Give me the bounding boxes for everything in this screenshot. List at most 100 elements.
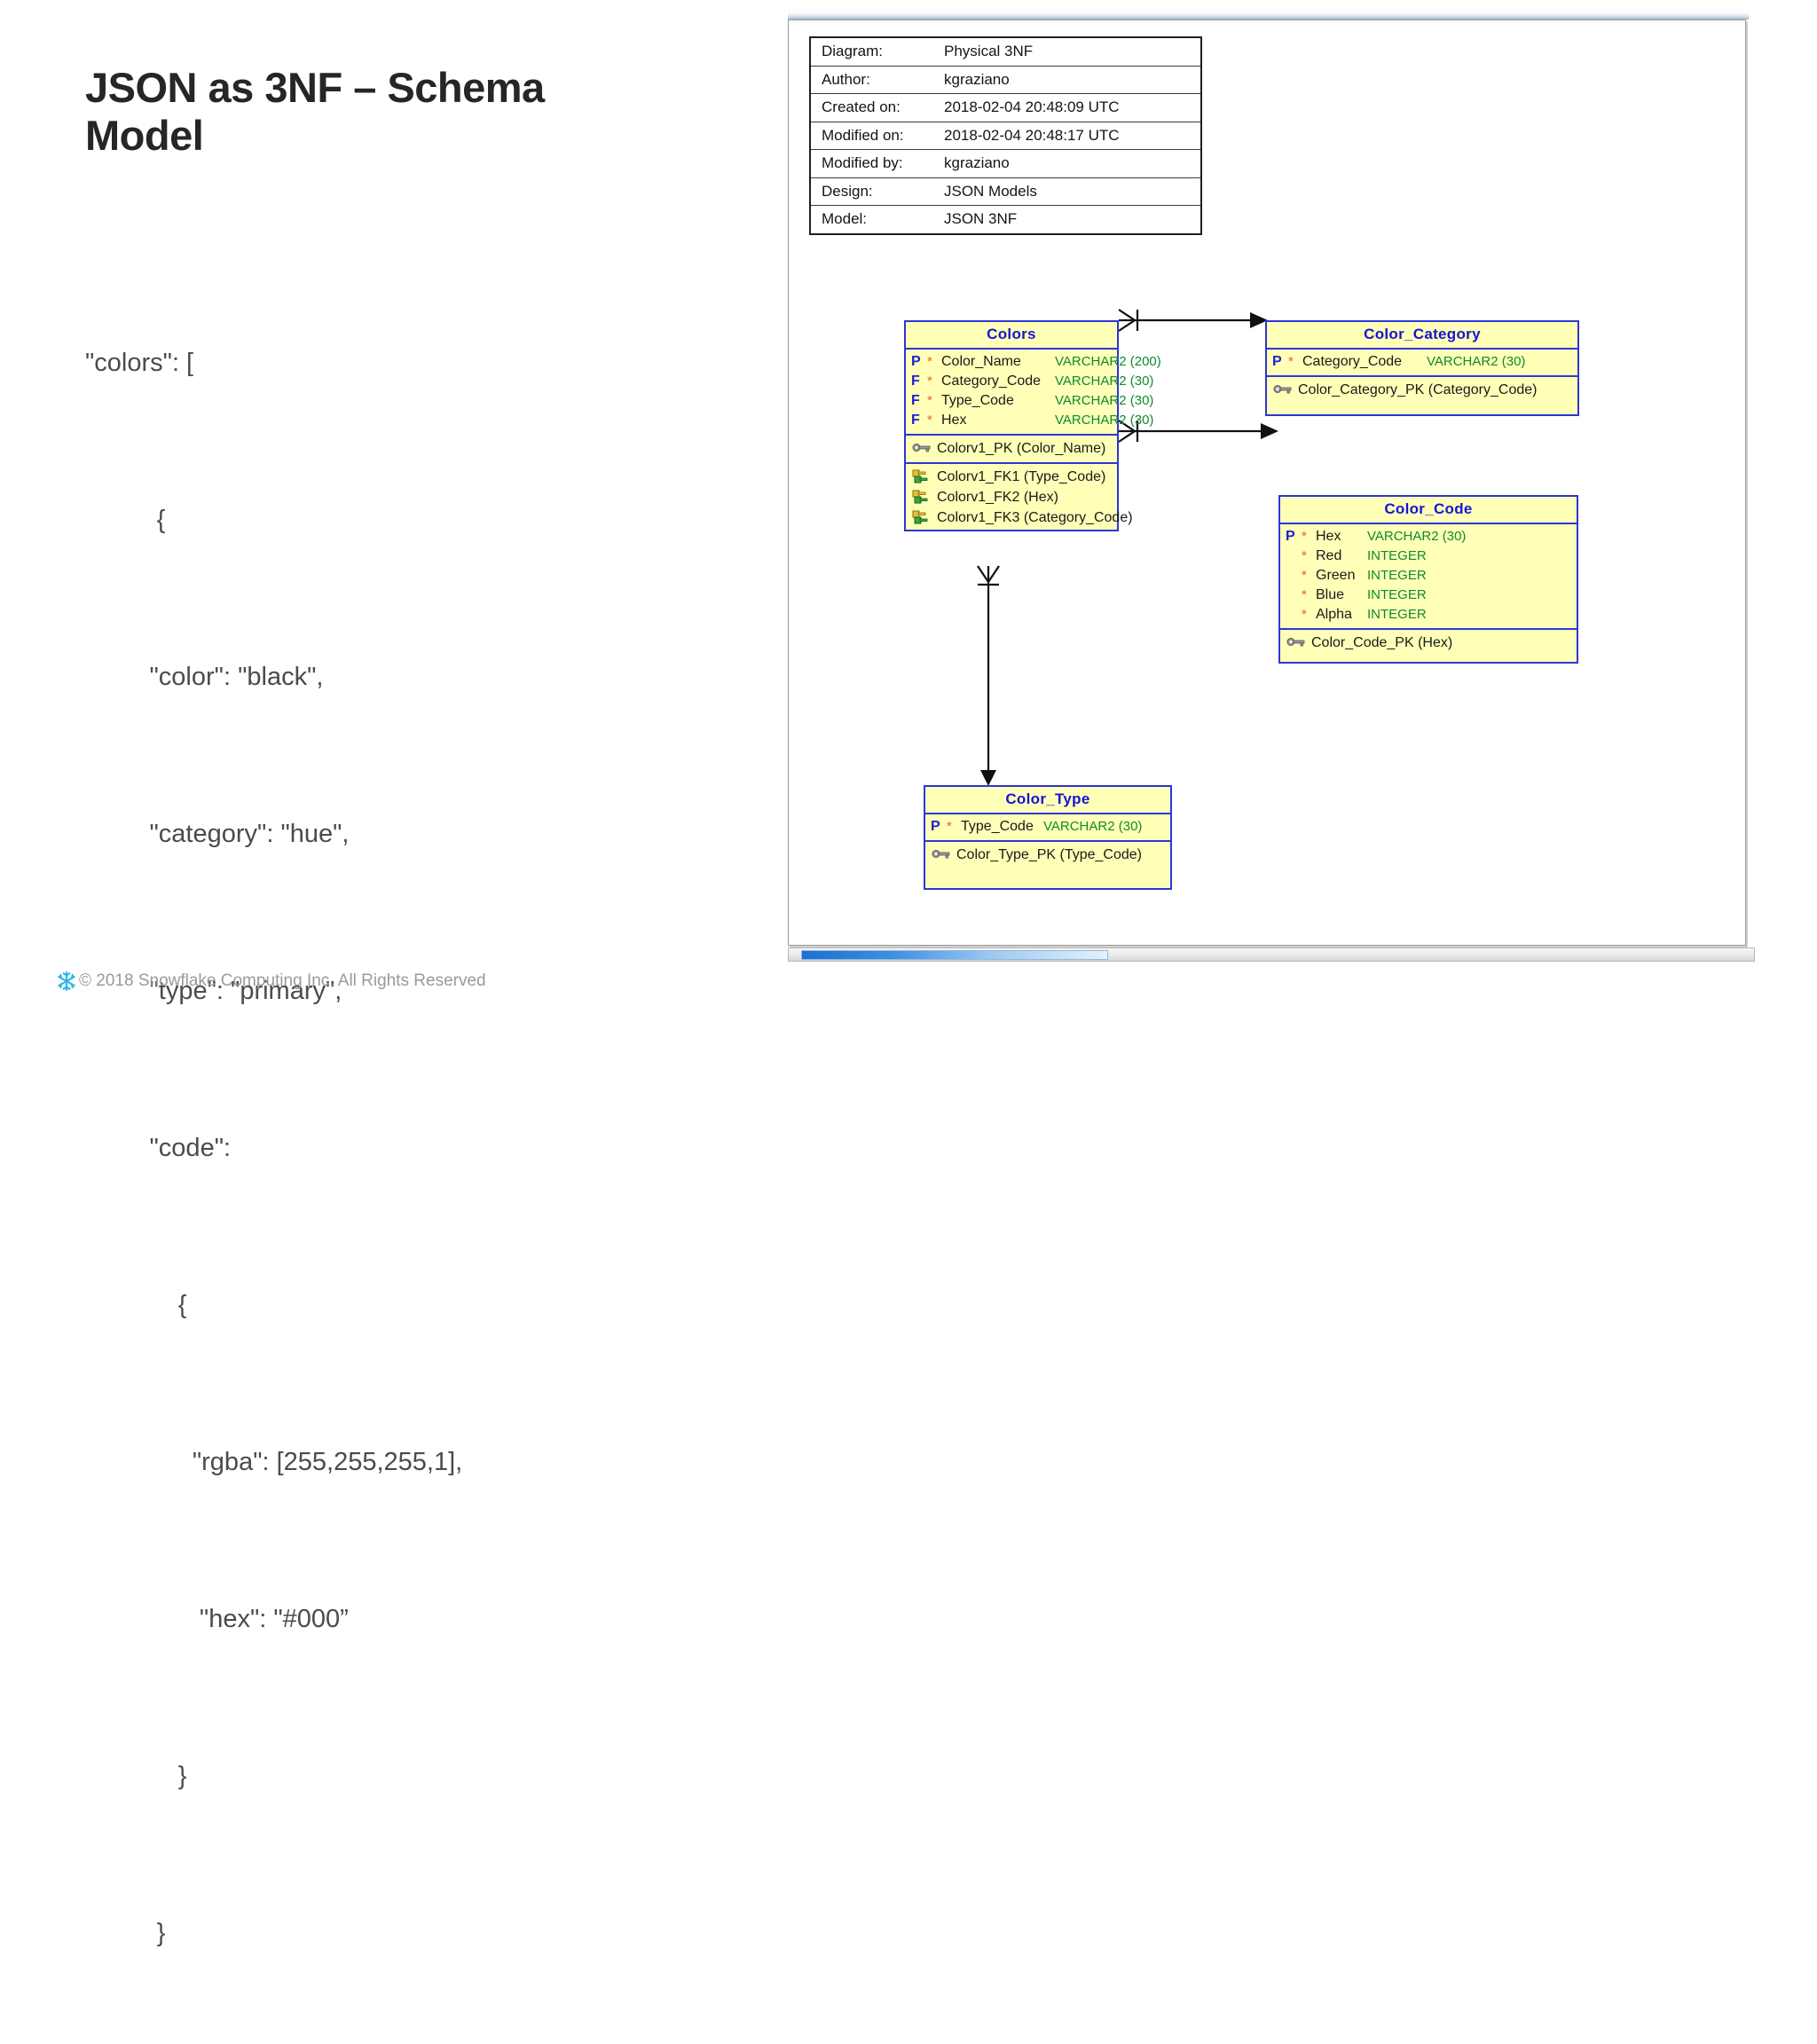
attribute-datatype: INTEGER [1367,568,1427,583]
attribute-name: Alpha [1316,607,1352,622]
copyright-text: © 2018 Snowflake Computing Inc. All Righ… [79,971,486,990]
attribute-datatype: VARCHAR2 (30) [1367,529,1467,544]
key-type-marker: P [1286,529,1295,544]
foreign-key-section: Colorv1_FK1 (Type_Code) Colorv1_FK2 (Hex… [906,464,1133,531]
attribute-datatype: VARCHAR2 (30) [1055,413,1154,428]
primary-key-row: Color_Code_PK (Hex) [1280,633,1577,653]
primary-key-icon [912,441,933,456]
attribute-section: P * Category_Code VARCHAR2 (30) [1267,350,1577,377]
entity-colors[interactable]: Colors P * Color_Name VARCHAR2 (200) F *… [904,320,1161,531]
meta-label: Modified by: [822,154,903,172]
attribute-datatype: VARCHAR2 (30) [1427,354,1526,369]
entity-color-code[interactable]: Color_Code P * Hex VARCHAR2 (30) * Red I… [1278,495,1578,664]
json-line: "color": "black", [85,663,324,691]
mandatory-marker: * [1302,587,1307,602]
foreign-key-row: Colorv1_FK3 (Category_Code) [906,507,1133,528]
horizontal-scrollbar[interactable] [788,947,1755,962]
window-top-band [788,9,1749,20]
table-row: Model: JSON 3NF [810,206,1201,234]
attribute-datatype: VARCHAR2 (30) [1055,393,1154,408]
primary-key-section: Color_Type_PK (Type_Code) [925,842,1170,869]
table-row: Modified by: kgraziano [810,150,1201,178]
json-sample-code: "colors": [ { "color": "black", "categor… [85,232,724,2044]
attribute-name: Category_Code [941,373,1042,389]
attribute-section: P * Type_Code VARCHAR2 (30) [925,814,1170,842]
primary-key-section: Colorv1_PK (Color_Name) [906,436,1117,464]
json-line: } [85,1762,187,1790]
meta-value: Physical 3NF [944,43,1034,59]
attribute-datatype: INTEGER [1367,587,1427,602]
key-type-marker: F [911,393,920,408]
json-line: "code": [85,1134,232,1162]
table-row: Created on: 2018-02-04 20:48:09 UTC [810,94,1201,122]
relationship-colors-to-color-type [971,564,1006,786]
primary-key-icon [932,847,953,862]
json-line: } [85,1919,166,1947]
entity-color-category[interactable]: Color_Category P * Category_Code VARCHAR… [1265,320,1579,416]
foreign-key-icon [912,490,933,505]
attribute-datatype: INTEGER [1367,607,1427,622]
attribute-name: Type_Code [961,819,1034,834]
meta-value: 2018-02-04 20:48:17 UTC [944,126,1120,144]
primary-key-row: Color_Category_PK (Category_Code) [1267,380,1577,400]
foreign-key-label: Colorv1_FK2 (Hex) [937,490,1058,505]
entity-title: Colors [906,322,1117,350]
snowflake-logo-icon [55,970,78,993]
attribute-row: F * Hex VARCHAR2 (30) [906,411,1153,430]
attribute-row: * Blue INTEGER [1280,586,1577,605]
attribute-row: * Alpha INTEGER [1280,605,1577,625]
key-type-marker: P [911,354,921,369]
foreign-key-label: Colorv1_FK1 (Type_Code) [937,469,1106,484]
mandatory-marker: * [927,413,932,428]
json-line: "type": "primary", [85,977,342,1005]
mandatory-marker: * [927,354,932,369]
attribute-name: Green [1316,568,1356,583]
attribute-name: Hex [941,413,967,428]
meta-value: JSON Models [944,182,1037,200]
json-line: "rgba": [255,255,255,1], [85,1448,463,1476]
table-row: Design: JSON Models [810,177,1201,206]
key-type-marker: P [1272,354,1282,369]
er-diagram-window: Diagram: Physical 3NF Author: kgraziano … [788,9,1755,969]
attribute-datatype: VARCHAR2 (200) [1055,354,1161,369]
diagram-metadata-table: Diagram: Physical 3NF Author: kgraziano … [809,36,1202,235]
er-diagram-canvas[interactable]: Diagram: Physical 3NF Author: kgraziano … [788,20,1746,946]
primary-key-label: Color_Type_PK (Type_Code) [956,847,1142,862]
mandatory-marker: * [947,819,952,834]
attribute-row: F * Category_Code VARCHAR2 (30) [906,372,1153,391]
attribute-datatype: VARCHAR2 (30) [1043,819,1143,834]
foreign-key-icon [912,510,933,525]
attribute-row: * Red INTEGER [1280,546,1577,566]
attribute-row: P * Category_Code VARCHAR2 (30) [1267,352,1577,372]
attribute-name: Color_Name [941,354,1021,369]
attribute-name: Red [1316,548,1342,563]
mandatory-marker: * [927,373,932,389]
attribute-name: Category_Code [1302,354,1403,369]
key-type-marker: F [911,413,920,428]
primary-key-row: Colorv1_PK (Color_Name) [906,438,1117,459]
primary-key-label: Color_Code_PK (Hex) [1311,635,1453,650]
relationship-colors-to-color-code [1117,413,1278,449]
primary-key-icon [1286,635,1308,650]
meta-label: Model: [822,210,868,228]
foreign-key-icon [912,469,933,484]
meta-label: Created on: [822,98,901,116]
attribute-row: P * Color_Name VARCHAR2 (200) [906,352,1161,372]
primary-key-section: Color_Category_PK (Category_Code) [1267,377,1577,404]
attribute-datatype: VARCHAR2 (30) [1055,373,1154,389]
relationship-colors-to-color-category [1117,303,1268,338]
primary-key-label: Color_Category_PK (Category_Code) [1298,382,1538,397]
meta-label: Design: [822,182,873,200]
scrollbar-thumb[interactable] [801,950,1108,960]
attribute-row: * Green INTEGER [1280,566,1577,586]
entity-color-type[interactable]: Color_Type P * Type_Code VARCHAR2 (30) [924,785,1172,890]
meta-label: Author: [822,70,870,88]
table-row: Author: kgraziano [810,66,1201,94]
attribute-section: P * Color_Name VARCHAR2 (200) F * Catego… [906,350,1161,436]
foreign-key-label: Colorv1_FK3 (Category_Code) [937,510,1133,525]
entity-title: Color_Category [1267,322,1577,350]
json-line: "colors": [ [85,349,194,377]
attribute-row: F * Type_Code VARCHAR2 (30) [906,391,1153,411]
attribute-row: P * Hex VARCHAR2 (30) [1280,527,1577,546]
attribute-row: P * Type_Code VARCHAR2 (30) [925,817,1170,837]
